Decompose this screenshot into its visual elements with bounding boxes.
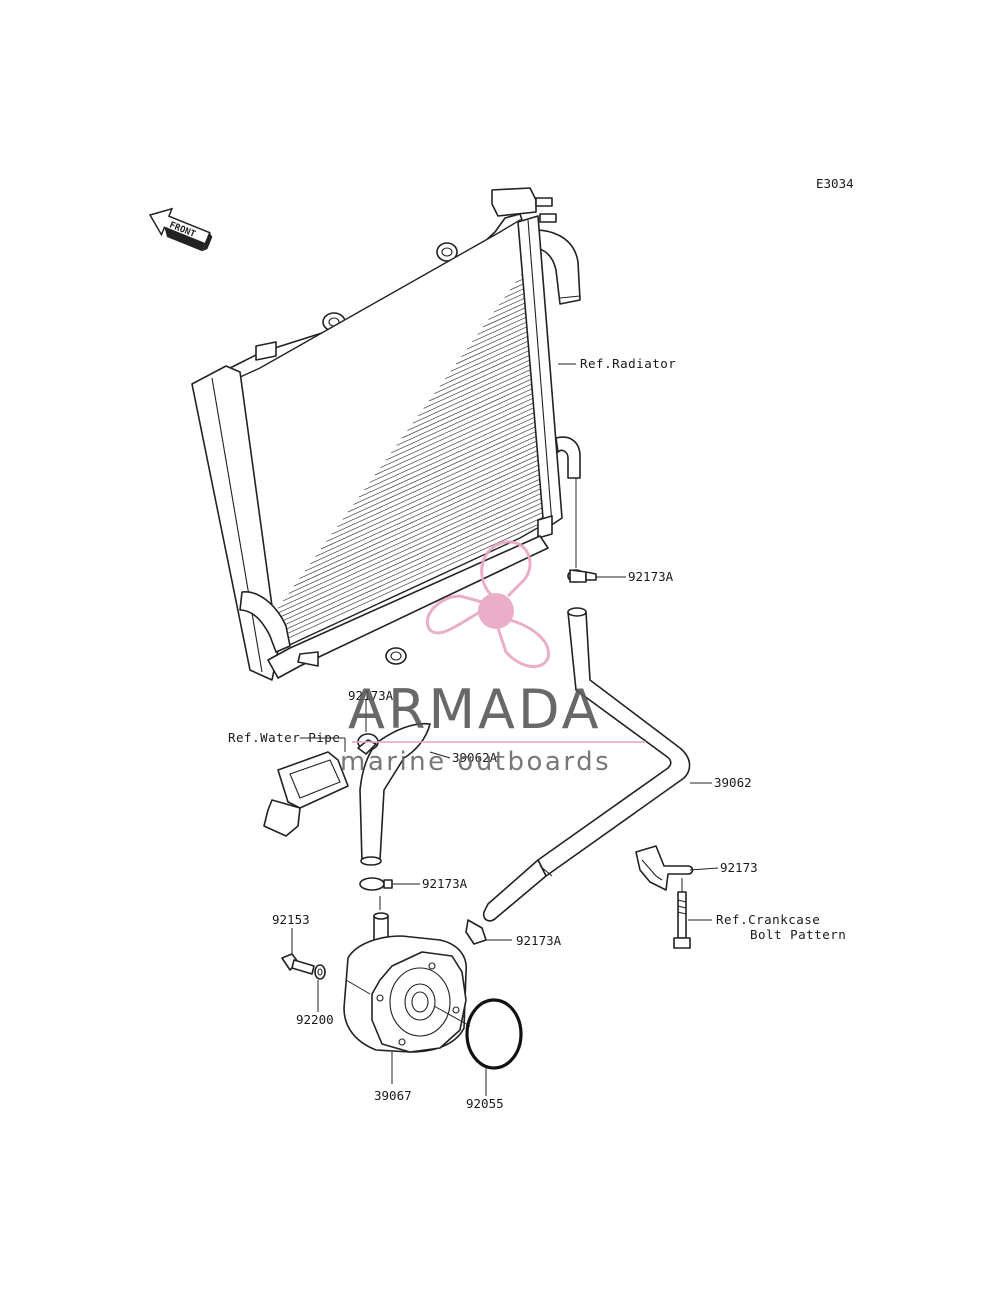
radiator-fin-line [293, 435, 548, 587]
hose-39062A [359, 722, 431, 866]
radiator-fin-line [499, 220, 548, 306]
radiator-fin-line [391, 302, 548, 454]
radiator-fin-line [364, 339, 548, 491]
clamp-92173A-top [567, 478, 626, 583]
radiator-fin-line [326, 391, 548, 542]
radiator-fin-line [450, 221, 548, 372]
radiator-fin-line [385, 309, 548, 461]
washer-92200 [314, 964, 326, 1012]
label-39067: 39067 [374, 1088, 412, 1103]
radiator-fin-line [542, 220, 548, 246]
radiator-fin-line [347, 361, 548, 513]
watermark: ARMADA marine outboards [340, 540, 646, 777]
radiator-fin-line [445, 228, 548, 380]
radiator-fin-line [559, 73, 889, 223]
clamp-92173A-low [465, 919, 512, 945]
radiator-fin-line [331, 383, 548, 535]
radiator-fin-line [304, 420, 548, 572]
label-92173A-top: 92173A [628, 569, 674, 584]
radiator-fin-line [261, 480, 548, 631]
radiator-fin-line [358, 346, 548, 498]
label-39062: 39062 [714, 775, 752, 790]
radiator-fin-line [531, 220, 548, 261]
radiator-fin-line [288, 443, 548, 594]
label-92055: 92055 [466, 1096, 504, 1111]
label-39062A: 39062A [452, 750, 498, 765]
radiator-fin-line [412, 272, 548, 424]
radiator-fin-line [315, 406, 548, 557]
radiator-fins [239, 73, 889, 652]
label-92173: 92173 [720, 860, 758, 875]
bracket-92173 [635, 845, 719, 891]
radiator-fin-line [439, 235, 548, 387]
radiator-fin-line [337, 376, 548, 528]
radiator-fin-line [245, 502, 548, 652]
propeller-logo-icon [425, 540, 550, 668]
radiator-fin-line [553, 81, 883, 231]
label-92173A-low: 92173A [516, 933, 562, 948]
label-92173A-left: 92173A [348, 688, 394, 703]
radiator-fin-line [353, 354, 548, 505]
label-bolt-pattern: Bolt Pattern [750, 927, 846, 942]
radiator-fin-line [283, 450, 548, 602]
watermark-title: ARMADA [348, 678, 602, 741]
crankcase-bolt [673, 878, 712, 949]
radiator-fin-line [310, 413, 548, 565]
label-ref-water-pipe: Ref.Water Pipe [228, 730, 340, 745]
radiator-fin-line [434, 243, 548, 394]
radiator-fin-line [256, 487, 548, 639]
radiator-fin-line [418, 265, 548, 417]
hose-39062 [482, 607, 691, 922]
o-ring-92055 [465, 998, 523, 1096]
radiator-fin-line [250, 494, 548, 646]
radiator-fin-line [466, 220, 548, 350]
label-92200: 92200 [296, 1012, 334, 1027]
radiator-fin-line [239, 509, 548, 652]
label-92153: 92153 [272, 912, 310, 927]
radiator-fin-line [547, 220, 548, 239]
radiator-fin-line [461, 220, 548, 357]
label-92173A-mid: 92173A [422, 876, 468, 891]
label-ref-crankcase: Ref.Crankcase [716, 912, 820, 927]
radiator-fin-line [423, 258, 548, 409]
radiator-fin-line [526, 220, 548, 269]
bolt-92153 [281, 928, 315, 975]
diagram-code: E3034 [816, 176, 854, 191]
clamp-92173A-mid [359, 877, 420, 891]
radiator-fin-line [396, 295, 548, 446]
label-ref-radiator: Ref.Radiator [580, 356, 676, 371]
water-pipe-reference [263, 737, 349, 837]
radiator-fin-line [299, 428, 548, 579]
radiator [191, 73, 889, 681]
front-arrow-icon: FRONT [148, 207, 213, 252]
radiator-fin-line [320, 398, 548, 550]
radiator-fin-line [342, 369, 548, 520]
radiator-fin-line [455, 220, 548, 365]
radiator-fin-line [428, 250, 548, 402]
radiator-fin-line [407, 280, 548, 431]
oil-cooler-39067 [343, 896, 471, 1084]
radiator-fin-line [277, 457, 548, 609]
radiator-fin-line [401, 287, 548, 439]
watermark-subtitle: marine outboards [340, 747, 611, 777]
